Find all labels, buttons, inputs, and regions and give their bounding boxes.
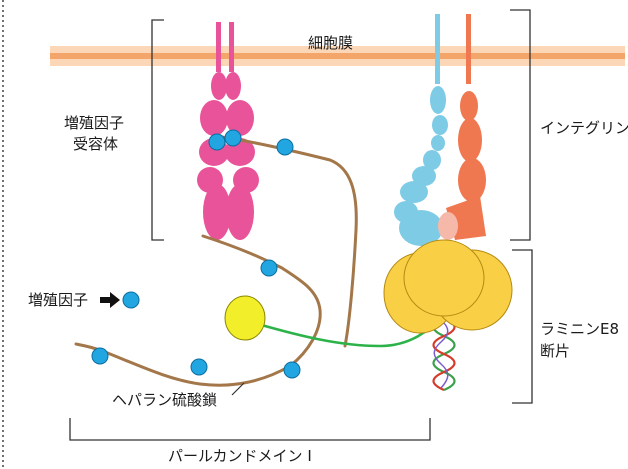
cell-membrane	[50, 46, 625, 66]
perlecan-label: パールカンドメイン I	[168, 447, 312, 465]
perlecan-bracket	[69, 418, 431, 441]
laminin-label-line2: 断片	[540, 342, 571, 360]
integrin-bracket	[510, 9, 531, 241]
laminin-label-line1: ラミニンE8	[540, 320, 620, 338]
integrin-alpha	[394, 14, 448, 246]
growth-factor-dots	[91, 129, 301, 379]
laminin-e8-head	[383, 239, 513, 334]
right-arrow-icon	[100, 292, 120, 308]
heparan-leader-line	[231, 382, 245, 396]
laminin-coiled-coil	[432, 316, 456, 392]
receptor-bracket	[151, 19, 164, 241]
integrin-label: インテグリン	[540, 119, 628, 137]
receptor-label-line1: 増殖因子	[64, 114, 125, 132]
receptor-label-line2: 受容体	[73, 135, 119, 153]
laminin-bracket	[512, 249, 533, 404]
perlecan-domain	[224, 295, 266, 341]
growth-factor-receptor	[197, 22, 259, 240]
integrin-beta	[438, 14, 486, 240]
heparan-label: ヘパラン硫酸鎖	[112, 391, 218, 409]
membrane-label: 細胞膜	[308, 34, 354, 52]
growth-factor-label: 増殖因子	[28, 291, 89, 309]
